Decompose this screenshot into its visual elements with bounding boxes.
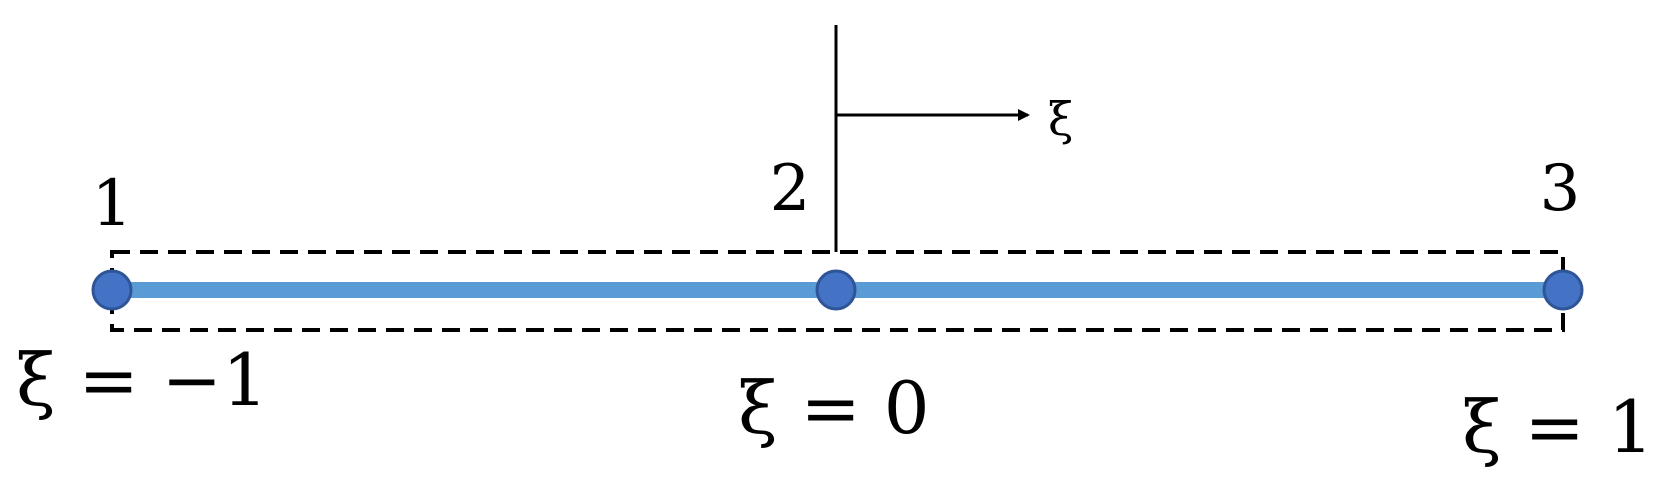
local-axis-label: ξ [1048, 92, 1073, 146]
node-1 [91, 269, 133, 311]
node-1-number: 1 [92, 167, 133, 241]
node-1-xi-label: ξ = −1 [16, 338, 268, 422]
node-3 [1542, 269, 1584, 311]
node-2 [815, 269, 857, 311]
node-3-xi-label: ξ = 1 [1462, 385, 1654, 469]
node-3-number: 3 [1540, 152, 1581, 226]
node-2-xi-label: ξ = 0 [738, 366, 930, 450]
node-2-number: 2 [770, 152, 811, 226]
